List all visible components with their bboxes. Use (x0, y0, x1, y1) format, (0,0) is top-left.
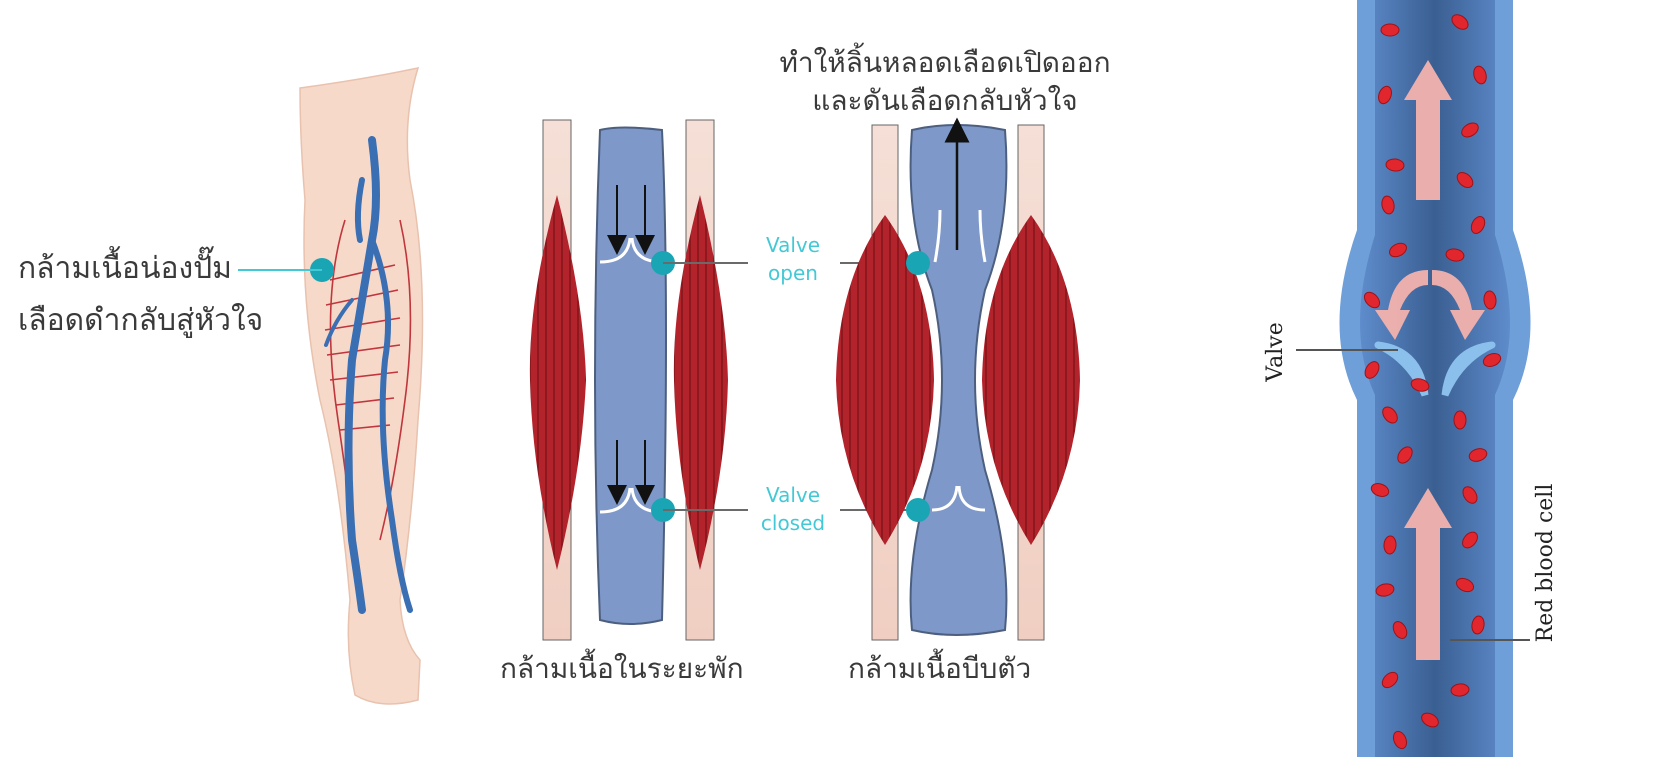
rbc-label: Red blood cell (1533, 484, 1558, 643)
relaxed-muscle-left (530, 195, 586, 570)
caption-relaxed: กล้ามเนื้อในระยะพัก (500, 648, 744, 685)
contracted-valve-closed-dot (906, 498, 930, 522)
leg-panel: กล้ามเนื้อน่องปั๊ม เลือดดำกลับสู่หัวใจ (18, 68, 423, 704)
red-blood-cell (1454, 411, 1466, 429)
leg-label-line1: กล้ามเนื้อน่องปั๊ม (18, 246, 232, 286)
leg-label-line2: เลือดดำกลับสู่หัวใจ (18, 303, 263, 338)
valve-closed-label-line2: closed (761, 511, 825, 535)
relaxed-vein-body (595, 128, 666, 625)
valve-label: Valve (1263, 322, 1288, 382)
contracted-muscle-right (982, 215, 1080, 545)
red-blood-cell (1381, 24, 1399, 36)
vein-section-panel: Valve Red blood cell (1263, 0, 1558, 757)
relaxed-muscle-right (674, 195, 728, 570)
valve-open-label-line2: open (768, 261, 818, 285)
contracted-valve-open-dot (906, 251, 930, 275)
top-label-line1: ทำให้ลิ้นหลอดเลือดเปิดออก (779, 42, 1110, 79)
contracted-muscle-panel: ทำให้ลิ้นหลอดเลือดเปิดออก และดันเลือดกลั… (779, 42, 1110, 685)
relaxed-muscle-panel: กล้ามเนื้อในระยะพัก (500, 120, 744, 685)
caption-contracted: กล้ามเนื้อบีบตัว (848, 648, 1031, 685)
valve-open-label-line1: Valve (766, 233, 820, 257)
valve-closed-label-line1: Valve (766, 483, 820, 507)
top-label-line2: และดันเลือดกลับหัวใจ (812, 84, 1077, 117)
